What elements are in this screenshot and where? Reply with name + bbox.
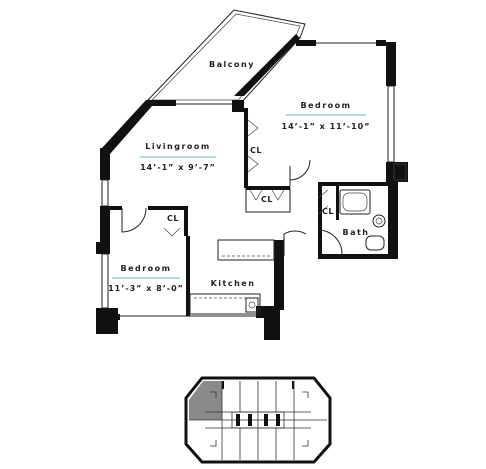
room-bedroom2-dims: 11’-3” x 8’-0”	[108, 284, 184, 293]
key-plan	[184, 376, 332, 464]
room-kitchen-name: Kitchen	[211, 279, 256, 288]
closet-label-bath: CL	[322, 207, 334, 216]
room-bath-name: Bath	[342, 228, 369, 237]
room-livingroom-name: Livingroom	[145, 142, 211, 151]
door-swings	[121, 119, 343, 256]
room-bedroom1-name: Bedroom	[300, 101, 351, 110]
exterior-walls	[96, 34, 408, 340]
room-bedroom2-name: Bedroom	[120, 264, 171, 273]
closet-label-hall: CL	[261, 195, 273, 204]
closet-label-bedroom2: CL	[167, 214, 179, 223]
bath-fixtures	[339, 189, 386, 251]
room-balcony-name: Balcony	[209, 60, 255, 69]
key-plan-highlight	[189, 381, 222, 420]
room-livingroom-dims: 14’-1” x 9’-7”	[140, 163, 216, 172]
room-bedroom1-dims: 14’-1” x 11’-10”	[282, 122, 371, 131]
closet-label-bedroom-left: CL	[250, 146, 262, 155]
kitchen-fixtures	[245, 297, 259, 313]
interior-walls	[110, 108, 388, 316]
